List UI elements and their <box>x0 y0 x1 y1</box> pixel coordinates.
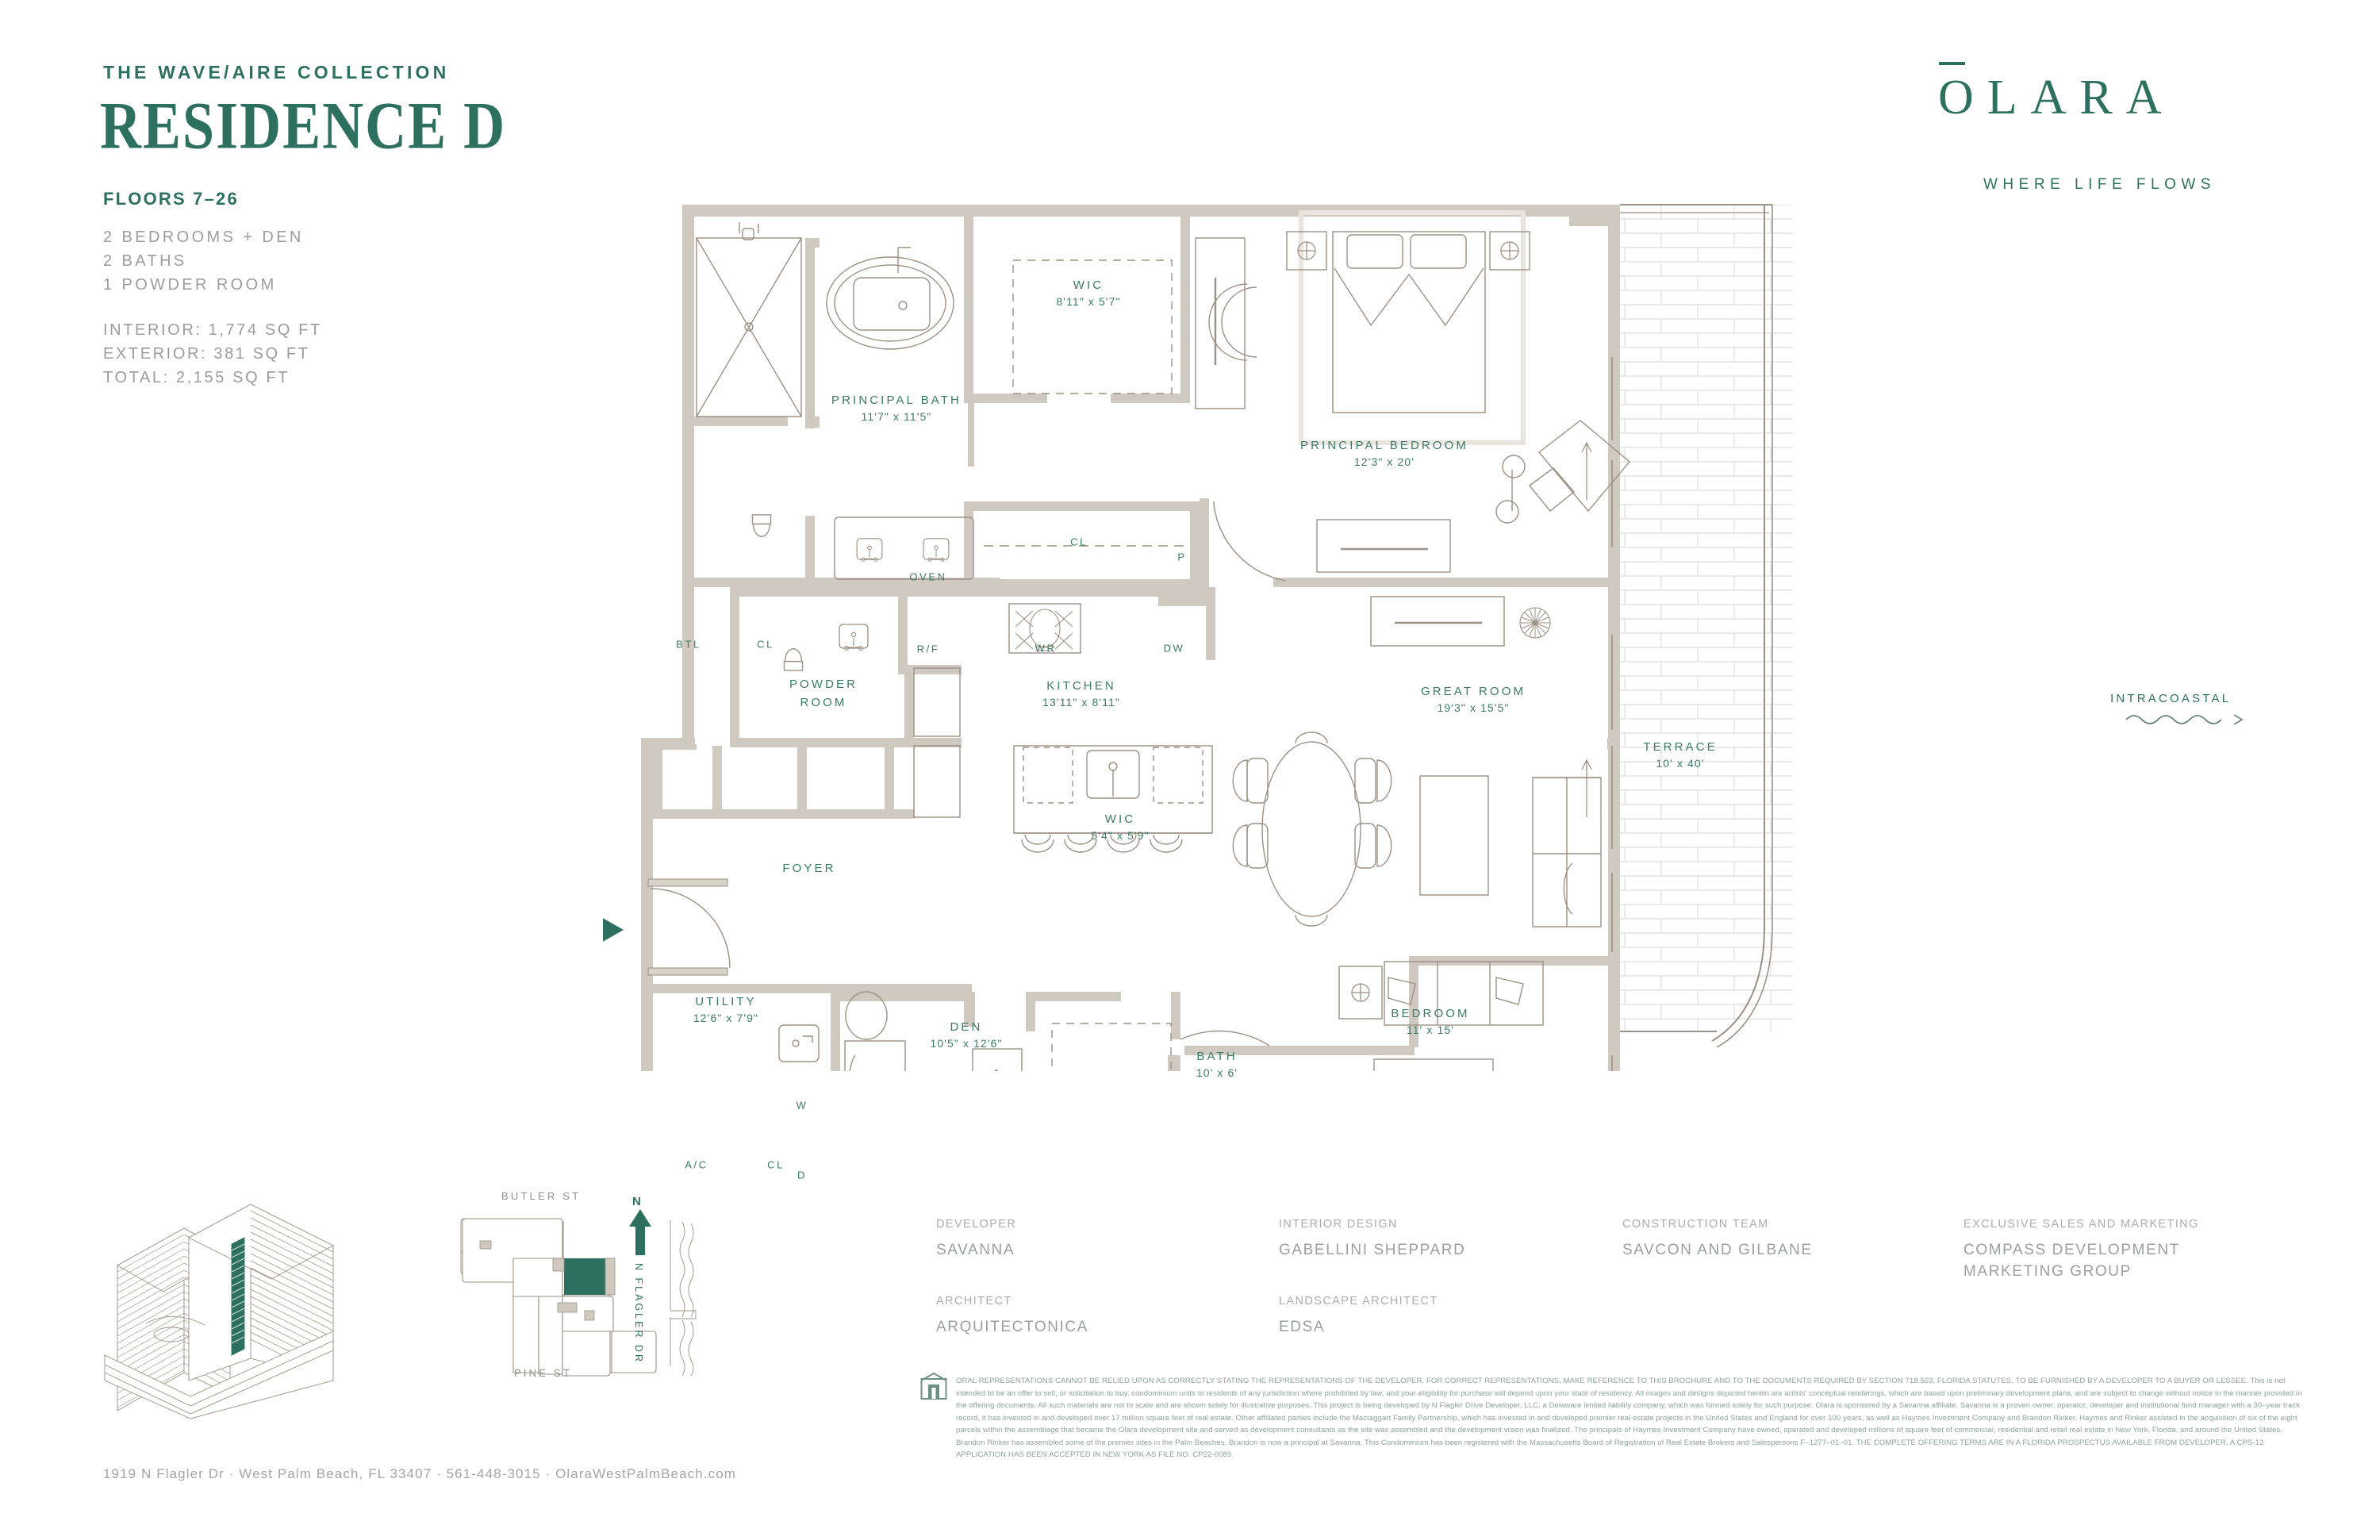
site-map <box>456 1190 758 1420</box>
label-cl-foyer: CL <box>757 638 774 651</box>
label-oven: OVEN <box>909 570 947 583</box>
brand-letters-rest: LARA <box>1987 71 2175 125</box>
brand-logo: OLARA <box>1938 70 2175 126</box>
spec-baths: 2 BATHS <box>103 252 187 270</box>
credit-sales-marketing: EXCLUSIVE SALES AND MARKETING COMPASS DE… <box>1964 1218 2199 1280</box>
area-total: TOTAL: 2,155 SQ FT <box>103 369 290 386</box>
label-refrigerator: R/F <box>916 643 940 655</box>
north-arrow-label: N <box>632 1195 642 1208</box>
street-label-pine: PINE ST <box>514 1367 572 1379</box>
room-label-foyer: FOYER <box>782 862 836 875</box>
street-label-butler: BUTLER ST <box>501 1190 582 1202</box>
brand-tagline: WHERE LIFE FLOWS <box>1983 176 2216 193</box>
legal-disclaimer: ORAL REPRESENTATIONS CANNOT BE RELIED UP… <box>956 1377 2302 1460</box>
room-label-terrace: TERRACE 10' x 40' <box>1643 740 1718 770</box>
label-cl-utility: CL <box>767 1158 785 1171</box>
credit-landscape-architect: LANDSCAPE ARCHITECT EDSA <box>1279 1295 1438 1335</box>
spec-bedrooms: 2 BEDROOMS + DEN <box>103 229 304 246</box>
room-label-kitchen: KITCHEN 13'11" x 8'11" <box>1042 679 1120 709</box>
label-dryer: D <box>797 1169 807 1181</box>
intracoastal-label: INTRACOASTAL <box>2110 692 2267 729</box>
room-label-wic-principal: WIC 8'11" x 5'7" <box>1056 278 1121 308</box>
area-interior: INTERIOR: 1,774 SQ FT <box>103 321 322 339</box>
room-label-principal-bath: PRINCIPAL BATH 11'7" x 11'5" <box>831 394 962 423</box>
credit-developer: DEVELOPER SAVANNA <box>936 1218 1017 1258</box>
wave-arrow-icon <box>2125 714 2244 725</box>
room-label-bath: BATH 10' x 6' <box>1196 1050 1238 1079</box>
page-title: RESIDENCE D <box>100 88 507 163</box>
floors-range: FLOORS 7–26 <box>103 189 239 209</box>
label-wine-ref: WR <box>1035 642 1057 655</box>
room-label-powder-room: POWDER ROOM <box>789 678 858 709</box>
floor-plan <box>603 190 1793 1071</box>
street-label-flagler: N FLAGLER DR <box>633 1263 644 1364</box>
area-exterior: EXTERIOR: 381 SQ FT <box>103 345 310 363</box>
credit-interior-design: INTERIOR DESIGN GABELLINI SHEPPARD <box>1279 1218 1466 1258</box>
room-label-den: DEN 10'5" x 12'6" <box>930 1020 1003 1050</box>
building-rendering <box>95 1143 365 1420</box>
credit-construction-team: CONSTRUCTION TEAM SAVCON AND GILBANE <box>1622 1218 1813 1258</box>
spec-powder: 1 POWDER ROOM <box>103 276 277 294</box>
equal-housing-opportunity-icon <box>920 1372 947 1400</box>
room-label-great-room: GREAT ROOM 19'3" x 15'5" <box>1420 685 1526 714</box>
label-washer: W <box>796 1099 808 1112</box>
room-label-principal-bedroom: PRINCIPAL BEDROOM 12'3" x 20' <box>1300 439 1468 468</box>
footer-contact: 1919 N Flagler Dr · West Palm Beach, FL … <box>103 1466 737 1481</box>
room-label-wic-secondary: WIC 5'4" x 5'9" <box>1091 812 1150 842</box>
label-dishwasher: DW <box>1163 642 1185 655</box>
collection-title: THE WAVE/AIRE COLLECTION <box>103 62 450 83</box>
room-label-bedroom: BEDROOM 11' x 15' <box>1391 1007 1470 1036</box>
label-btl: BTL <box>676 638 701 651</box>
room-label-utility: UTILITY 12'6" x 7'9" <box>693 995 759 1024</box>
label-pantry: P <box>1177 551 1187 563</box>
credit-architect: ARCHITECT ARQUITECTONICA <box>936 1295 1089 1335</box>
label-ac: A/C <box>685 1158 708 1171</box>
label-cl-hall: CL <box>1070 536 1088 548</box>
brand-letter-o: O <box>1938 71 1987 125</box>
